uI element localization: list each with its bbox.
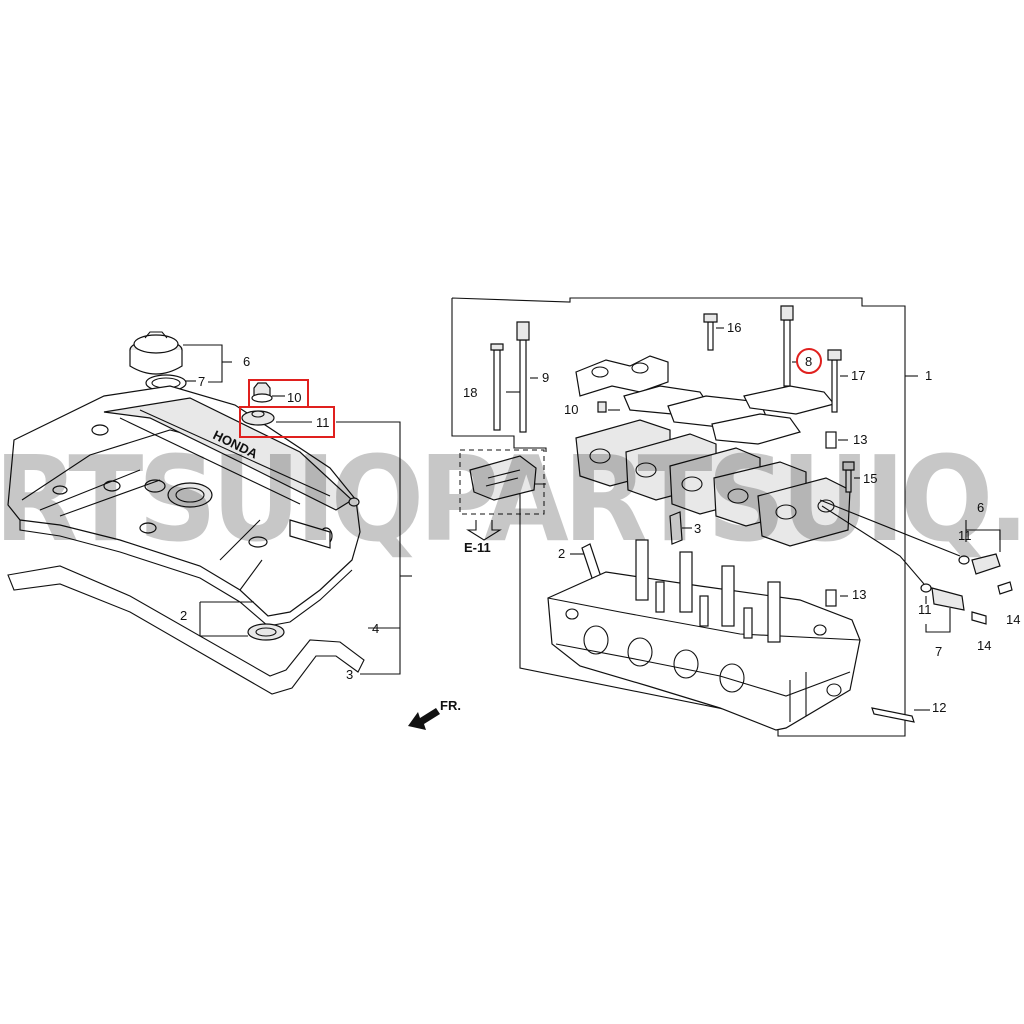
dowel-13-upper[interactable] bbox=[825, 431, 837, 449]
sensor-6[interactable] bbox=[958, 553, 1013, 595]
bolt-17[interactable] bbox=[827, 349, 842, 413]
cover-gasket[interactable] bbox=[7, 565, 365, 695]
label-9: 9 bbox=[542, 370, 549, 385]
cam-holder-lower[interactable] bbox=[575, 419, 851, 547]
head-bolt-18[interactable] bbox=[490, 343, 504, 431]
label-4: 4 bbox=[372, 621, 379, 636]
front-arrow-label: FR. bbox=[440, 698, 461, 713]
label-16: 16 bbox=[727, 320, 741, 335]
label-3-left: 3 bbox=[346, 667, 353, 682]
reference-box-e11: E-11 bbox=[459, 449, 545, 555]
right-leaders bbox=[506, 327, 1001, 711]
label-6-right: 6 bbox=[977, 500, 984, 515]
label-14-a: 14 bbox=[1006, 612, 1020, 627]
label-13-upper: 13 bbox=[853, 432, 867, 447]
cap-nut[interactable] bbox=[251, 382, 273, 403]
assembly-bracket bbox=[451, 297, 906, 737]
bolt-15[interactable] bbox=[842, 461, 855, 493]
pipe-3[interactable] bbox=[669, 511, 683, 545]
highlight-box-11 bbox=[239, 406, 335, 438]
tube-seal[interactable] bbox=[247, 623, 285, 641]
label-13-lower: 13 bbox=[852, 587, 866, 602]
label-17: 17 bbox=[851, 368, 865, 383]
dowel-13-lower[interactable] bbox=[825, 589, 837, 607]
sealing-washer[interactable] bbox=[241, 410, 275, 426]
label-11-right-b: 11 bbox=[918, 602, 932, 617]
valve-cover[interactable]: HONDA bbox=[7, 385, 361, 627]
watermark-text: RTSUIQPARTSUIQ. bbox=[0, 430, 1024, 568]
label-10-right: 10 bbox=[564, 402, 578, 417]
label-11-right-a: 11 bbox=[958, 528, 972, 543]
label-12: 12 bbox=[932, 700, 946, 715]
oil-filler-cap[interactable] bbox=[129, 331, 183, 375]
label-18: 18 bbox=[463, 385, 477, 400]
stud-12[interactable] bbox=[871, 707, 915, 723]
left-leaders bbox=[183, 344, 412, 675]
label-15: 15 bbox=[863, 471, 877, 486]
cam-holder-upper[interactable] bbox=[575, 355, 836, 445]
label-11-left: 11 bbox=[316, 415, 330, 430]
highlight-circle-8 bbox=[796, 348, 822, 374]
cylinder-head-group: E-11 bbox=[451, 297, 1020, 737]
label-2-right: 2 bbox=[558, 546, 565, 561]
label-7-right: 7 bbox=[935, 644, 942, 659]
front-arrow: FR. bbox=[408, 698, 461, 730]
head-bolt-9[interactable] bbox=[516, 321, 530, 433]
label-8: 8 bbox=[805, 354, 812, 369]
label-2-left: 2 bbox=[180, 608, 187, 623]
label-3-right: 3 bbox=[694, 521, 701, 536]
label-1: 1 bbox=[925, 368, 932, 383]
valve-cover-group: HONDA bbox=[7, 331, 461, 730]
label-7-left: 7 bbox=[198, 374, 205, 389]
label-6-left: 6 bbox=[243, 354, 250, 369]
bolt-16[interactable] bbox=[703, 313, 718, 351]
ref-e11-label: E-11 bbox=[464, 540, 491, 555]
bolt-10-right[interactable] bbox=[597, 401, 607, 413]
cylinder-head[interactable] bbox=[547, 539, 861, 731]
sensor-7[interactable] bbox=[920, 583, 987, 625]
stud-8[interactable] bbox=[780, 305, 794, 387]
label-14-b: 14 bbox=[977, 638, 991, 653]
label-10-left: 10 bbox=[287, 390, 301, 405]
